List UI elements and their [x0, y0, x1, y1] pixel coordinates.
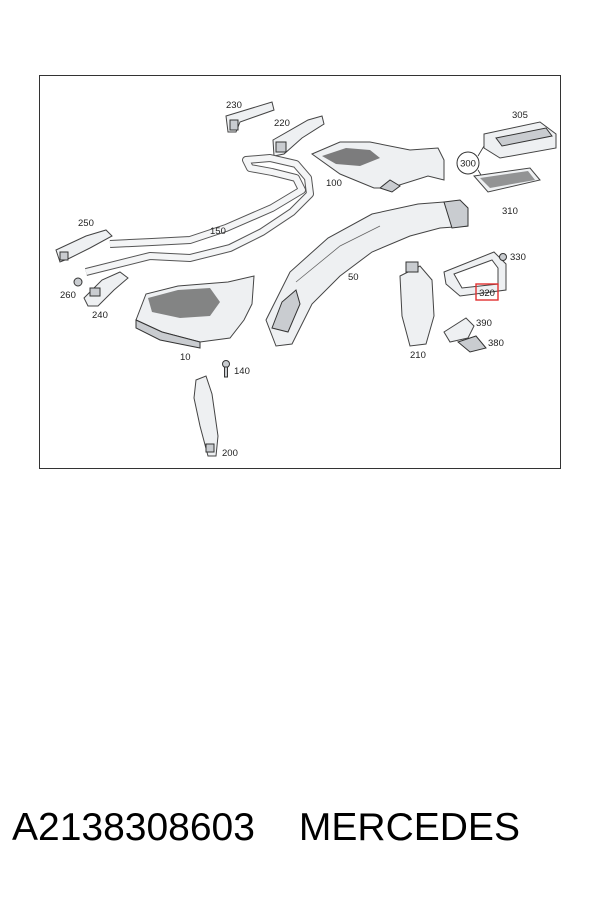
- callout-100: 100: [326, 178, 342, 189]
- part-305-filter-housing: [483, 121, 557, 159]
- part-caption: A2138308603 MERCEDES: [12, 806, 592, 856]
- callout-200: 200: [222, 448, 238, 459]
- callout-320: 320: [479, 288, 495, 299]
- highlight-box-320: [475, 283, 499, 301]
- part-number: A2138308603: [12, 806, 255, 849]
- callout-260: 260: [60, 290, 76, 301]
- part-150-seal-strip: [85, 155, 313, 275]
- exploded-view-drawing: 230 220 100 300 305 310 150 250 260: [55, 100, 557, 459]
- part-310-cabin-filter: [473, 167, 541, 193]
- part-50-cross-member: [265, 199, 469, 347]
- part-380-bracket: [456, 335, 487, 353]
- callout-230: 230: [226, 100, 242, 111]
- part-250-bracket: [55, 229, 113, 263]
- part-210-trim: [399, 261, 435, 347]
- part-240-bracket: [83, 271, 129, 307]
- callout-140: 140: [234, 366, 250, 377]
- part-10-cowl-panel: [135, 275, 255, 349]
- part-200-pillar-trim: [193, 375, 219, 457]
- callout-220: 220: [274, 118, 290, 129]
- callout-390: 390: [476, 318, 492, 329]
- callout-330: 330: [510, 252, 526, 263]
- part-390-bracket: [443, 317, 475, 343]
- callout-380: 380: [488, 338, 504, 349]
- callout-250: 250: [78, 218, 94, 229]
- callout-300-circle: [456, 151, 480, 175]
- part-100-cowl-grille: [310, 141, 445, 193]
- part-330-clip: [499, 253, 507, 261]
- part-140-screw: [222, 360, 230, 378]
- callout-305: 305: [512, 110, 528, 121]
- callout-210: 210: [410, 350, 426, 361]
- callout-310: 310: [502, 206, 518, 217]
- callout-300: 300: [460, 159, 476, 170]
- part-230-clip: [225, 101, 275, 133]
- brand-name: MERCEDES: [298, 806, 520, 849]
- callout-10: 10: [180, 352, 191, 363]
- part-260-nut: [73, 277, 83, 287]
- part-320-frame: [443, 251, 507, 297]
- callout-240: 240: [92, 310, 108, 321]
- parts-diagram: 230 220 100 300 305 310 150 250 260: [39, 75, 561, 469]
- callout-150: 150: [210, 226, 226, 237]
- callout-50: 50: [348, 272, 359, 283]
